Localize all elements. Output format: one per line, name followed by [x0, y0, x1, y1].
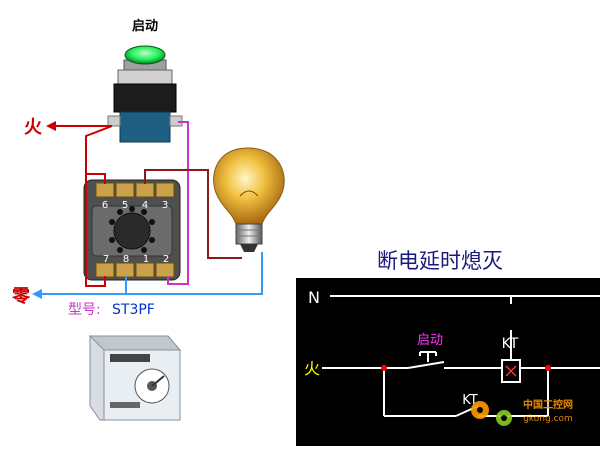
model-label: 型号:	[68, 302, 101, 318]
light-bulb-icon	[213, 147, 285, 252]
relay-center-hole	[113, 212, 151, 250]
pin-2: 2	[163, 254, 169, 265]
pin-3: 3	[162, 200, 168, 211]
schematic-background	[296, 278, 600, 446]
start-switch-symbol	[407, 351, 445, 369]
schematic-neutral-label: N	[308, 288, 320, 307]
junction-node-left	[381, 365, 387, 371]
schematic-start-label: 启动	[417, 333, 443, 348]
schematic-title: 断电延时熄灭	[377, 249, 503, 273]
relay-pin-holes	[109, 206, 155, 253]
schematic-panel: N 火 启动 KT KT	[296, 278, 600, 446]
neutral-wire	[38, 252, 263, 295]
live-label: 火	[24, 117, 43, 138]
relay-socket: 6 5 4 3 7 8 1 2	[83, 179, 181, 281]
junction-node-right	[545, 365, 551, 371]
start-wire-to-pin2	[167, 121, 189, 285]
gkong-watermark: 中国工控网 gkong.com	[471, 398, 573, 426]
live-wire-to-pin7	[85, 125, 113, 287]
pin-7: 7	[103, 254, 109, 265]
watermark-brand: 中国工控网	[523, 398, 573, 411]
bottom-terminals	[95, 262, 175, 278]
pin-1: 1	[143, 254, 149, 265]
pin-4: 4	[142, 200, 148, 211]
model-value: ST3PF	[112, 302, 155, 318]
button-cap-icon	[124, 45, 166, 65]
lamp-wire-from-pin4	[144, 169, 242, 259]
watermark-site: gkong.com	[523, 414, 573, 424]
start-label: 启动	[132, 18, 158, 34]
start-push-button	[107, 45, 183, 143]
pin-8: 8	[123, 254, 129, 265]
schematic-live-label: 火	[304, 359, 320, 378]
pin-5: 5	[122, 200, 128, 211]
timer-relay-device	[88, 335, 182, 421]
live-arrow-icon	[46, 121, 56, 131]
neutral-arrow-icon	[32, 289, 42, 299]
neutral-label: 零	[11, 286, 31, 307]
pin-6: 6	[102, 200, 108, 211]
live-wire-to-pin6	[86, 173, 106, 184]
top-terminals	[95, 182, 175, 198]
